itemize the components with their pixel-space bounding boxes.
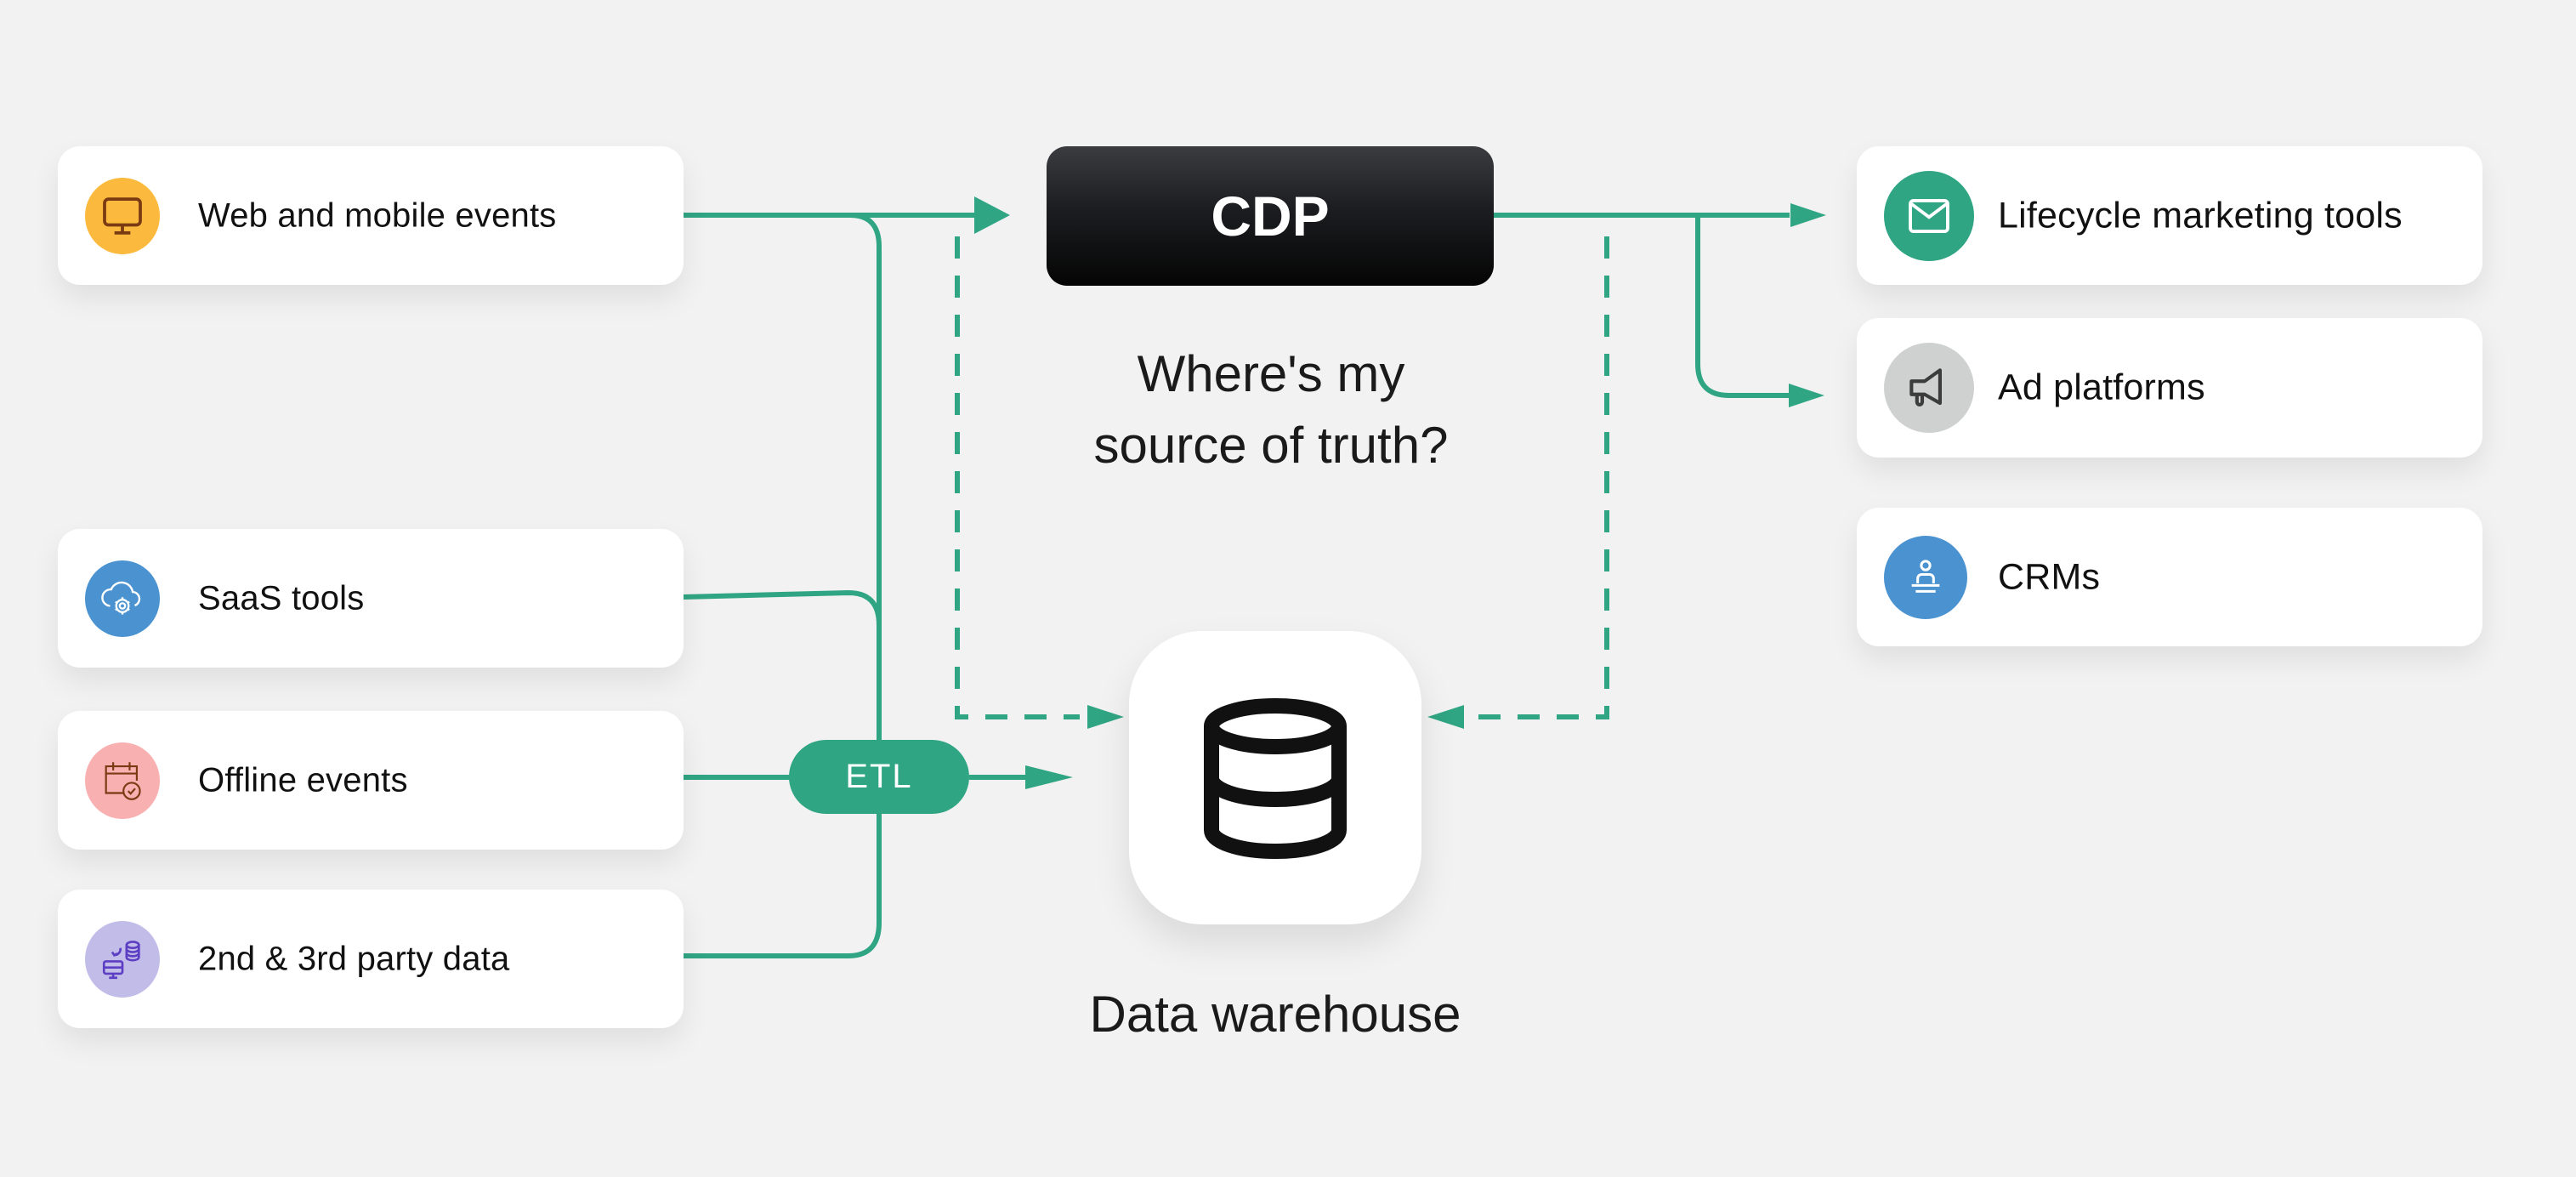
destination-label: Ad platforms (1998, 367, 2205, 408)
arrowhead-warehouse-right (1427, 705, 1464, 729)
data-sync-icon (85, 920, 160, 998)
database-icon (1204, 697, 1347, 859)
destination-label: CRMs (1998, 556, 2101, 597)
source-card-web-mobile: Web and mobile events (58, 146, 684, 285)
question-line-1: Where's my (1137, 345, 1405, 402)
calendar-check-icon (85, 742, 160, 819)
source-card-party-data: 2nd & 3rd party data (58, 890, 684, 1028)
source-label: 2nd & 3rd party data (198, 940, 510, 977)
megaphone-icon (1884, 343, 1974, 433)
arrowhead-lifecycle (1790, 203, 1826, 227)
cdp-to-ad-line (1695, 215, 1790, 398)
source-of-truth-question: Where's my source of truth? (1020, 338, 1522, 481)
cdp-label: CDP (1211, 185, 1330, 247)
cdp-box: CDP (1047, 146, 1494, 286)
source-bus-line (684, 213, 882, 958)
destination-card-ad-platforms: Ad platforms (1857, 318, 2482, 458)
source-card-offline: Offline events (58, 711, 684, 850)
saas-to-bus-line (683, 589, 882, 626)
mail-icon (1884, 170, 1974, 261)
source-card-saas: SaaS tools (58, 529, 684, 668)
destination-card-lifecycle: Lifecycle marketing tools (1857, 146, 2482, 285)
destination-card-crms: CRMs (1857, 508, 2482, 646)
cdp-to-warehouse-dashed-line (955, 236, 1080, 719)
source-label: SaaS tools (198, 579, 365, 617)
user-desk-icon (1884, 535, 1967, 619)
etl-label: ETL (845, 758, 913, 795)
arrowhead-etl-warehouse (1025, 765, 1073, 789)
arrowhead-ad (1789, 384, 1824, 407)
data-warehouse-label: Data warehouse (1089, 986, 1461, 1043)
warehouse-from-cdp-dashed-line (1471, 236, 1609, 719)
question-line-2: source of truth? (1093, 417, 1449, 474)
data-warehouse-box (1129, 631, 1421, 924)
etl-pill: ETL (789, 740, 969, 814)
monitor-icon (85, 177, 160, 254)
arrowhead-warehouse-left (1087, 705, 1124, 729)
cloud-gear-icon (85, 560, 160, 637)
arrowhead-cdp (974, 196, 1010, 234)
source-label: Offline events (198, 761, 408, 799)
source-label: Web and mobile events (198, 196, 557, 234)
destination-label: Lifecycle marketing tools (1998, 195, 2403, 236)
